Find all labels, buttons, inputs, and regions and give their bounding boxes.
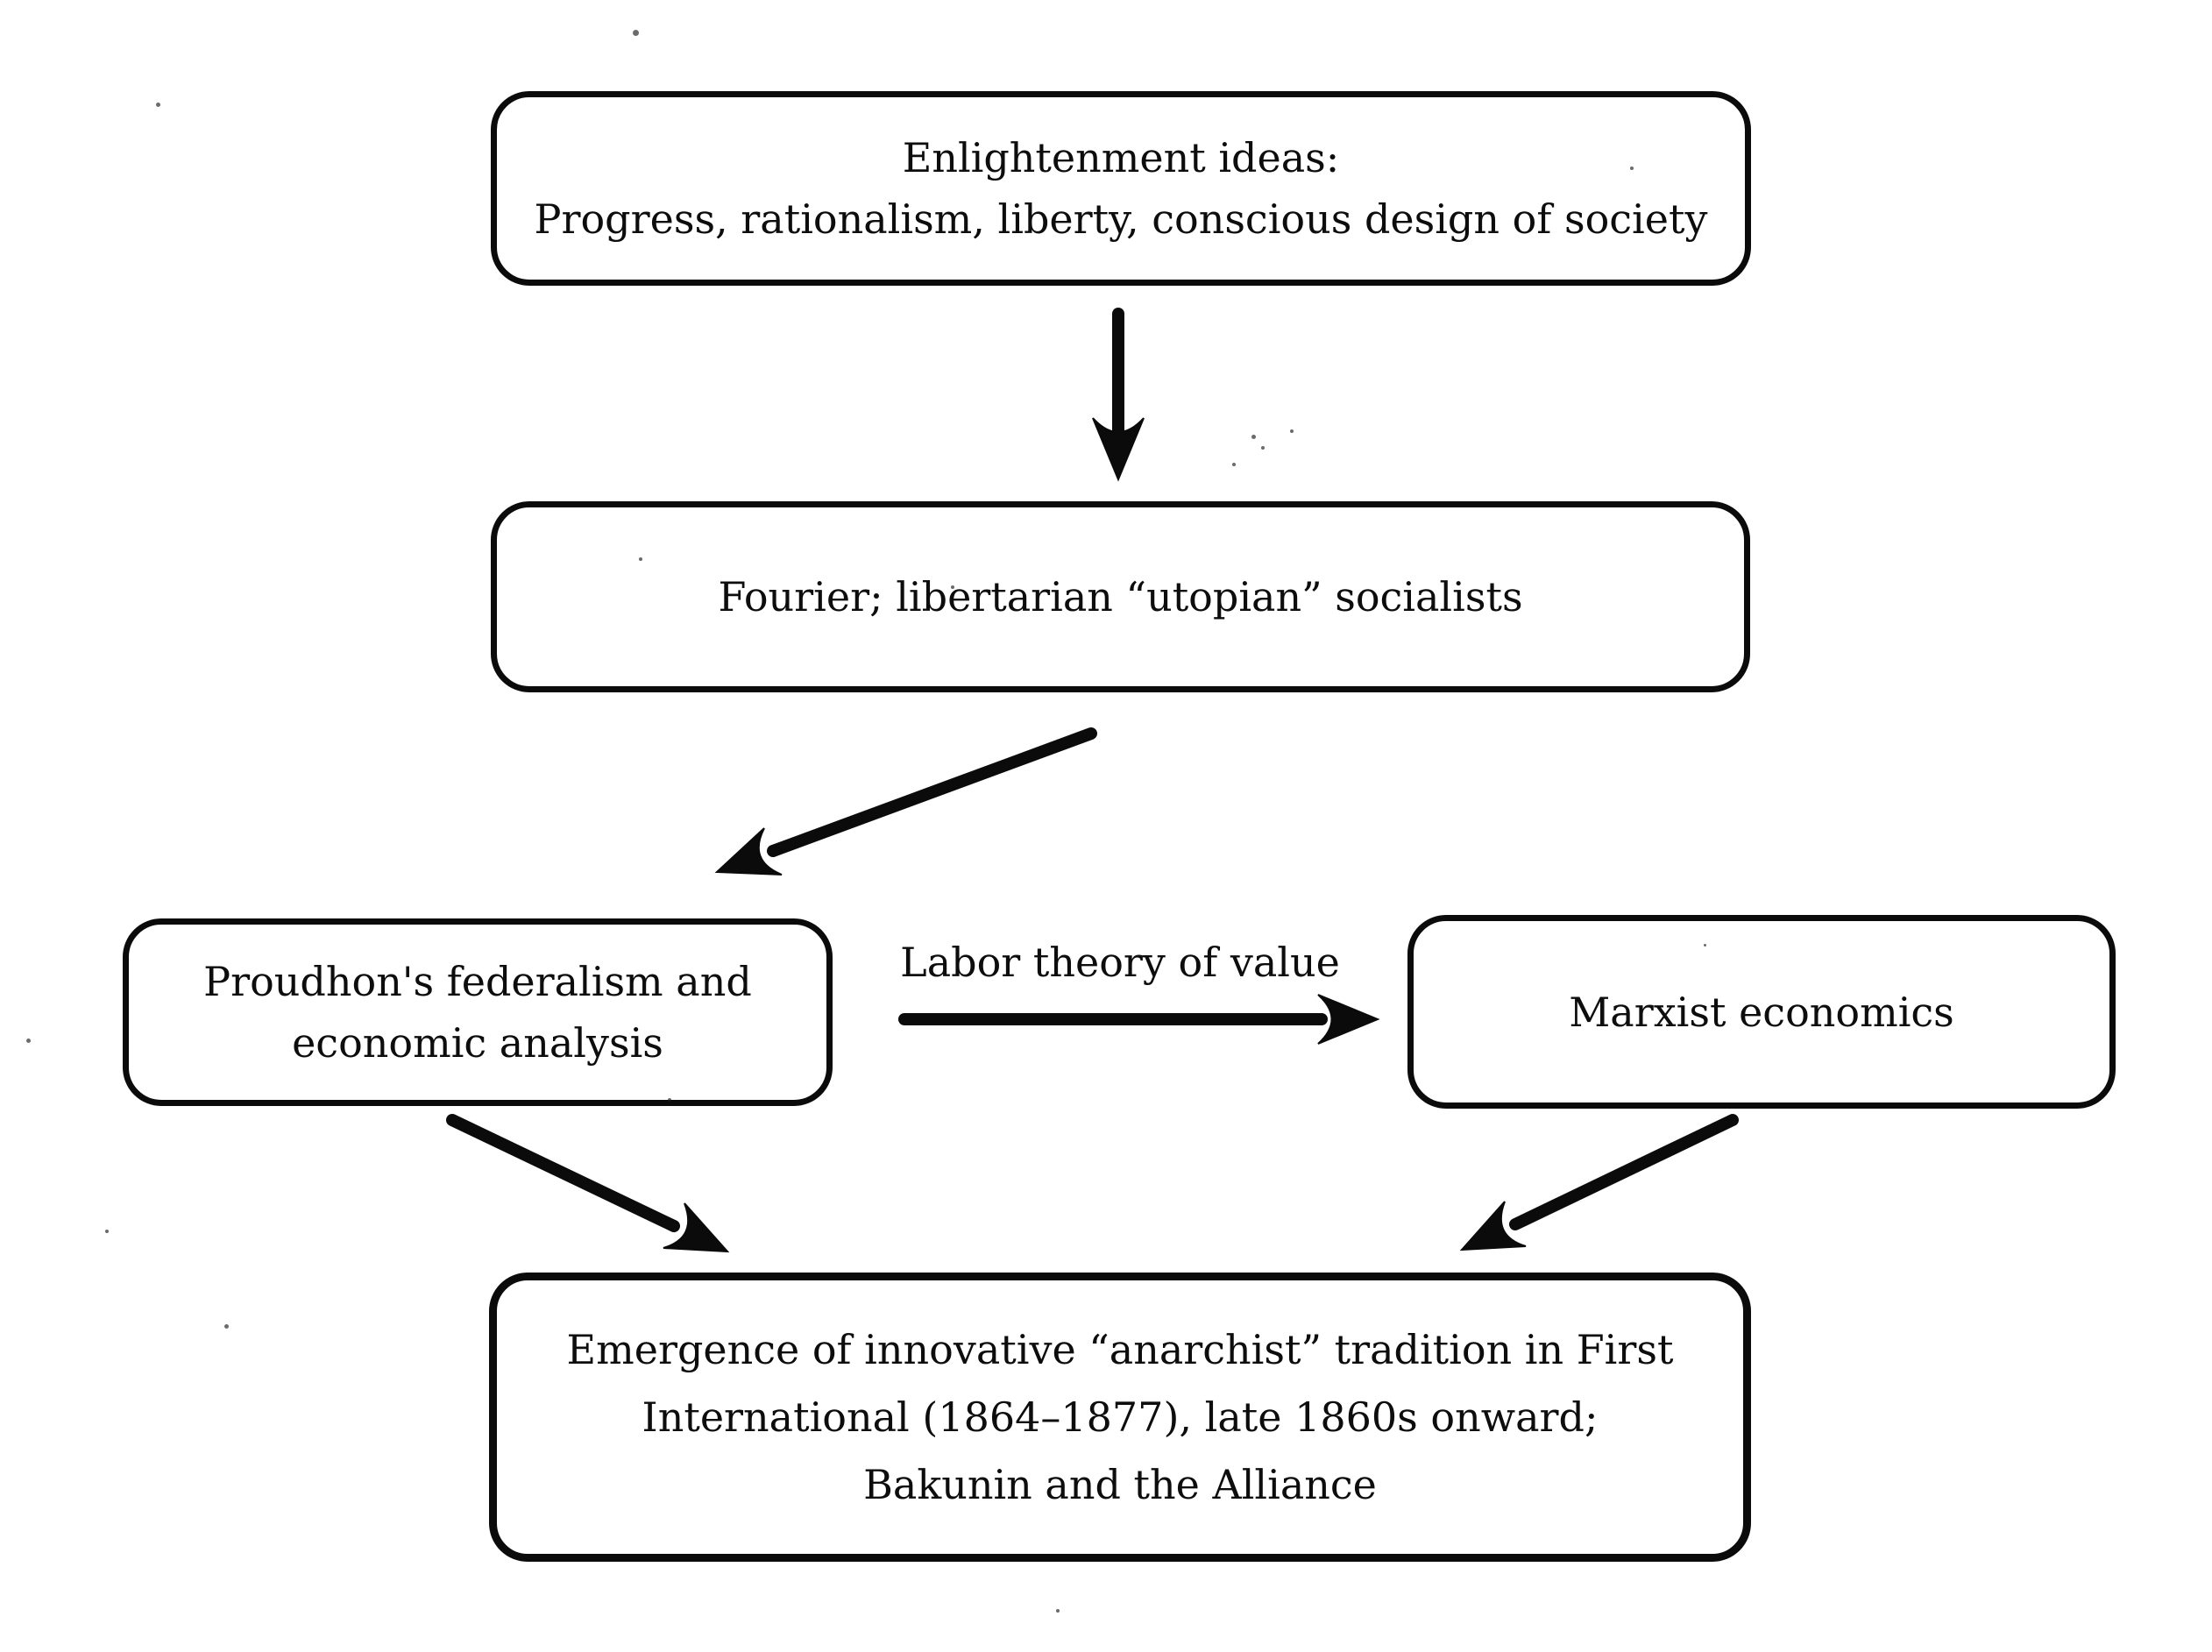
box-text-line: Enlightenment ideas:	[902, 134, 1340, 181]
box-marxist-economics: Marxist economics	[1407, 915, 2116, 1109]
scan-speck	[224, 1324, 229, 1329]
scan-speck	[1261, 446, 1265, 450]
scan-speck	[1704, 944, 1706, 947]
box-text-line: Bakunin and the Alliance	[863, 1460, 1377, 1508]
arrow-labor-theory	[898, 994, 1380, 1045]
box-anarchist-tradition: Emergence of innovative “anarchist” trad…	[489, 1273, 1751, 1562]
scan-speck	[1251, 435, 1256, 439]
box-fourier-utopian-socialists: Fourier; libertarian “utopian” socialist…	[491, 501, 1750, 692]
arrow-proudhon-to-emergence	[446, 1114, 730, 1253]
box-text-line: International (1864–1877), late 1860s on…	[642, 1393, 1599, 1441]
box-text-line: Fourier; libertarian “utopian” socialist…	[718, 573, 1523, 620]
scan-speck	[26, 1039, 31, 1043]
box-text-line: Proudhon's federalism and	[203, 958, 752, 1005]
scan-speck	[1630, 167, 1634, 170]
box-proudhon-federalism: Proudhon's federalism and economic analy…	[123, 918, 833, 1106]
scan-speck	[668, 1098, 671, 1102]
arrow-marxist-to-emergence	[1459, 1114, 1739, 1251]
scan-speck	[105, 1230, 109, 1233]
box-enlightenment-ideas: Enlightenment ideas: Progress, rationali…	[491, 91, 1751, 286]
scan-speck	[639, 557, 642, 561]
scan-speck	[1056, 1609, 1060, 1613]
labor-theory-of-value-label: Labor theory of value	[900, 939, 1340, 986]
arrow-fourier-to-proudhon	[714, 727, 1097, 876]
arrow-enlightenment-to-fourier	[1092, 308, 1145, 482]
box-text-line: Marxist economics	[1569, 988, 1954, 1036]
scan-speck	[951, 585, 954, 589]
scan-speck	[156, 103, 160, 107]
box-text-line: Progress, rationalism, liberty, consciou…	[534, 195, 1708, 243]
scan-speck	[633, 30, 639, 36]
scan-speck	[1290, 429, 1294, 433]
box-text-line: Emergence of innovative “anarchist” trad…	[566, 1325, 1674, 1373]
scan-speck	[1232, 463, 1236, 466]
box-text-line: economic analysis	[292, 1019, 663, 1067]
